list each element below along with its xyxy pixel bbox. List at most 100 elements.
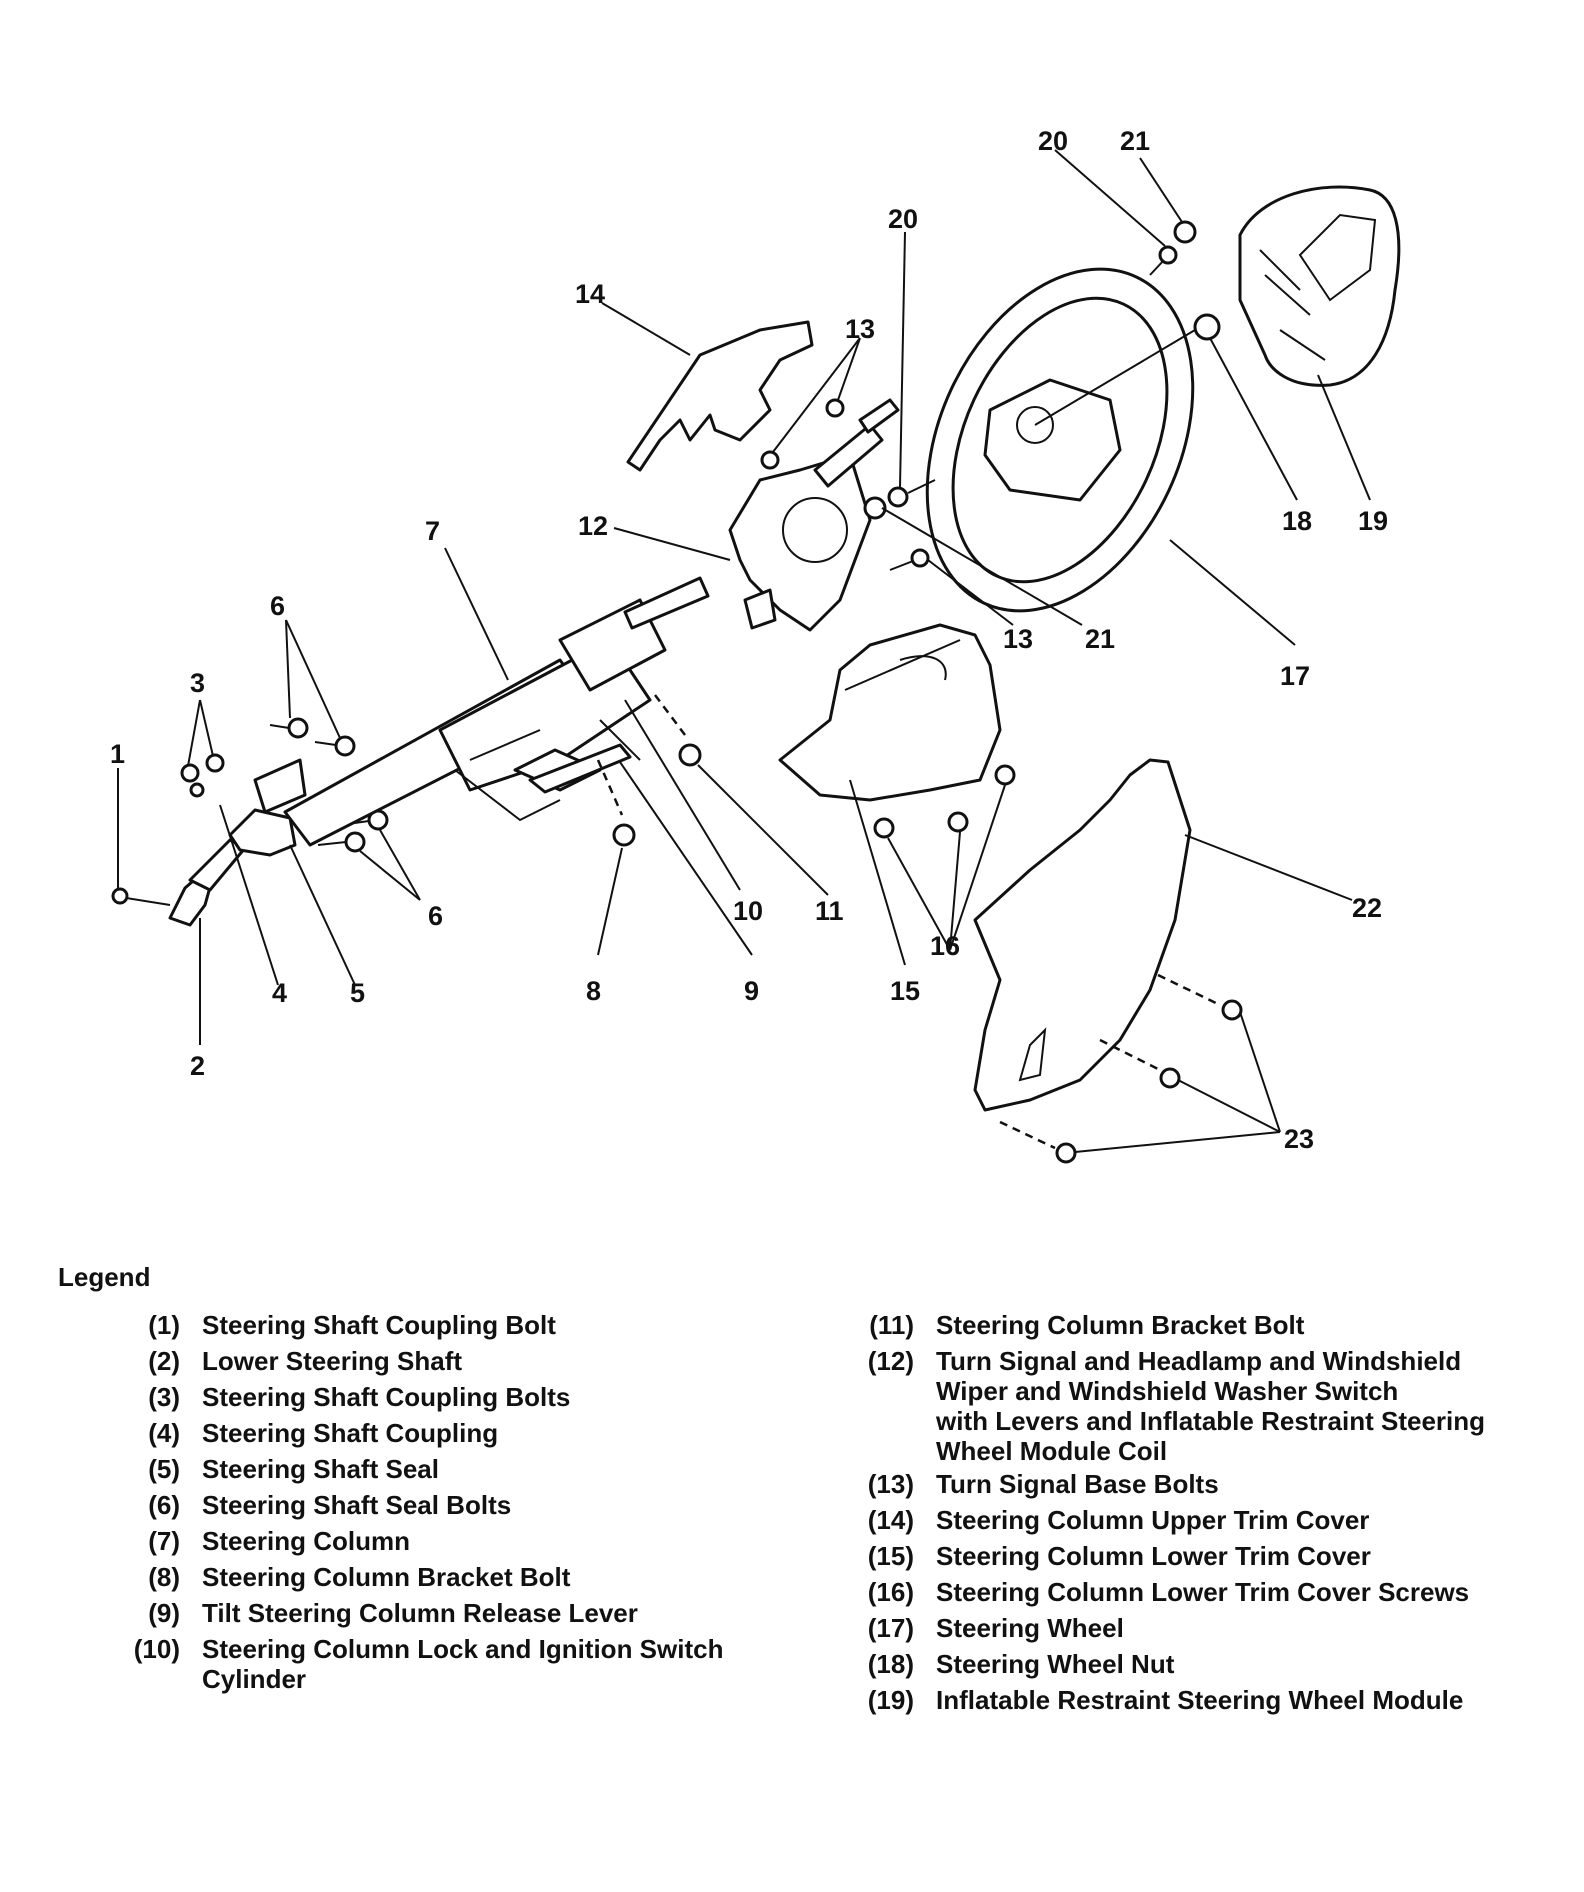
panel-screws-part xyxy=(999,973,1243,1164)
legend-number: (1) xyxy=(148,1310,180,1340)
callout-21a: 21 xyxy=(1120,126,1150,156)
callout-7: 7 xyxy=(425,516,440,546)
callout-20b: 20 xyxy=(888,204,918,234)
legend-text: Steering Wheel Nut xyxy=(936,1649,1175,1679)
legend-item: (4) Steering Shaft Coupling xyxy=(108,1416,748,1451)
legend-item: (11) Steering Column Bracket Bolt xyxy=(842,1308,1492,1343)
legend-text: Steering Shaft Coupling Bolts xyxy=(202,1382,571,1412)
turn-signal-bolts-part xyxy=(760,398,930,571)
callout-20a: 20 xyxy=(1038,126,1068,156)
legend-text: Steering Shaft Coupling xyxy=(202,1418,499,1448)
callout-9: 9 xyxy=(744,976,759,1006)
legend-item: (15) Steering Column Lower Trim Cover xyxy=(842,1539,1492,1574)
legend-text: Lower Steering Shaft xyxy=(202,1346,463,1376)
callout-6a: 6 xyxy=(270,591,285,621)
lower-trim-screws-part xyxy=(873,764,1016,839)
legend-number: (6) xyxy=(148,1490,180,1520)
legend-item: (19) Inflatable Restraint Steering Wheel … xyxy=(842,1683,1492,1718)
callout-3: 3 xyxy=(190,668,205,698)
legend-number: (5) xyxy=(148,1454,180,1484)
lower-trim-cover-part xyxy=(778,623,1002,802)
legend-text: Steering Column Bracket Bolt xyxy=(202,1562,571,1592)
legend-number: (15) xyxy=(867,1541,914,1571)
callout-14: 14 xyxy=(575,279,605,309)
callout-19: 19 xyxy=(1358,506,1388,536)
wheel-fasteners-part xyxy=(863,220,1221,520)
legend-text: Steering Shaft Seal Bolts xyxy=(202,1490,512,1520)
legend-text: Steering Column Upper Trim Cover xyxy=(936,1505,1370,1535)
steering-column-part xyxy=(283,576,710,847)
legend-item: (8) Steering Column Bracket Bolt xyxy=(108,1560,748,1595)
legend-item: (5) Steering Shaft Seal xyxy=(108,1452,748,1487)
legend-item: (2)Lower Steering Shaft xyxy=(108,1344,748,1379)
legend-number: (3) xyxy=(148,1382,180,1412)
legend-text: Steering Shaft Seal xyxy=(202,1454,439,1484)
legend-number: (12) xyxy=(867,1346,914,1376)
legend-item: (12) Turn Signal and Headlamp and Windshi… xyxy=(842,1344,1492,1466)
legend-item: (16) Steering Column Lower Trim Cover Scr… xyxy=(842,1575,1492,1610)
legend-number: (8) xyxy=(148,1562,180,1592)
legend-number: (19) xyxy=(867,1685,914,1715)
legend-right-column: (11) Steering Column Bracket Bolt (12) Tur… xyxy=(842,1308,1492,1719)
callout-13b: 13 xyxy=(1003,624,1033,654)
legend-text: Steering Wheel xyxy=(936,1613,1124,1643)
legend-item: (1) Steering Shaft Coupling Bolt xyxy=(108,1308,748,1343)
legend-number: (14) xyxy=(867,1505,914,1535)
callout-6b: 6 xyxy=(428,901,443,931)
legend-item: (6) Steering Shaft Seal Bolts xyxy=(108,1488,748,1523)
legend-number: (17) xyxy=(867,1613,914,1643)
bracket-bolts-part xyxy=(596,694,702,847)
callout-11: 11 xyxy=(815,896,844,926)
knee-bolster-part xyxy=(973,758,1192,1112)
legend-item: (17) Steering Wheel xyxy=(842,1611,1492,1646)
callout-16: 16 xyxy=(930,931,960,961)
callout-21b: 21 xyxy=(1085,624,1115,654)
airbag-module-part xyxy=(1238,185,1401,387)
legend-text: Steering Column Lower Trim Cover xyxy=(936,1541,1371,1571)
legend-text: Inflatable Restraint Steering Wheel Modu… xyxy=(936,1685,1464,1715)
legend-number: (4) xyxy=(148,1418,180,1448)
shaft-coupling-and-seal-part xyxy=(228,758,307,857)
legend-text: Steering Column Lock and Ignition Switch… xyxy=(202,1634,724,1694)
legend-text: Steering Column Bracket Bolt xyxy=(936,1310,1305,1340)
callout-13a: 13 xyxy=(845,314,875,344)
legend-text: Steering Column xyxy=(202,1526,411,1556)
legend-item: (7) Steering Column xyxy=(108,1524,748,1559)
tilt-lever-part xyxy=(528,743,632,794)
legend-number: (18) xyxy=(867,1649,914,1679)
leader-lines xyxy=(117,149,1371,1153)
legend-item: (9) Tilt Steering Column Release Lever xyxy=(108,1596,748,1631)
callout-10: 10 xyxy=(733,896,763,926)
legend-number: (9) xyxy=(148,1598,180,1628)
legend-item: (3) Steering Shaft Coupling Bolts xyxy=(108,1380,748,1415)
callout-2: 2 xyxy=(190,1051,205,1081)
legend-number: (11) xyxy=(869,1310,914,1340)
legend-text: Steering Shaft Coupling Bolt xyxy=(202,1310,556,1340)
callout-23: 23 xyxy=(1284,1124,1314,1154)
legend-text: Turn Signal Base Bolts xyxy=(936,1469,1219,1499)
callout-15: 15 xyxy=(890,976,920,1006)
legend-number: (16) xyxy=(867,1577,914,1607)
callout-4: 4 xyxy=(272,978,287,1008)
steering-wheel-part xyxy=(925,267,1196,613)
legend-text: Turn Signal and Headlamp and Windshield … xyxy=(936,1346,1486,1466)
legend-title: Legend xyxy=(58,1262,151,1292)
callout-18: 18 xyxy=(1282,506,1312,536)
lower-steering-shaft-part xyxy=(111,838,247,927)
callout-1: 1 xyxy=(110,739,125,769)
coupling-bolts-part xyxy=(180,753,225,798)
callout-22: 22 xyxy=(1352,893,1382,923)
legend-number: (7) xyxy=(148,1526,180,1556)
legend-item: (10) Steering Column Lock and Ignition Sw… xyxy=(108,1632,748,1694)
callout-12: 12 xyxy=(578,511,608,541)
upper-trim-cover-part xyxy=(626,320,814,472)
legend-item: (13) Turn Signal Base Bolts xyxy=(842,1467,1492,1502)
legend-text: Tilt Steering Column Release Lever xyxy=(202,1598,638,1628)
exploded-view-diagram: 1 2 3 4 5 6 6 7 8 9 10 11 12 13 13 14 15… xyxy=(110,126,1401,1164)
legend-text: Steering Column Lower Trim Cover Screws xyxy=(936,1577,1470,1607)
legend-item: (18) Steering Wheel Nut xyxy=(842,1647,1492,1682)
legend-number: (13) xyxy=(867,1469,914,1499)
legend-left-column: (1) Steering Shaft Coupling Bolt (2)Lower… xyxy=(108,1308,748,1695)
callout-17: 17 xyxy=(1280,661,1310,691)
legend-number: (10) xyxy=(133,1634,180,1664)
